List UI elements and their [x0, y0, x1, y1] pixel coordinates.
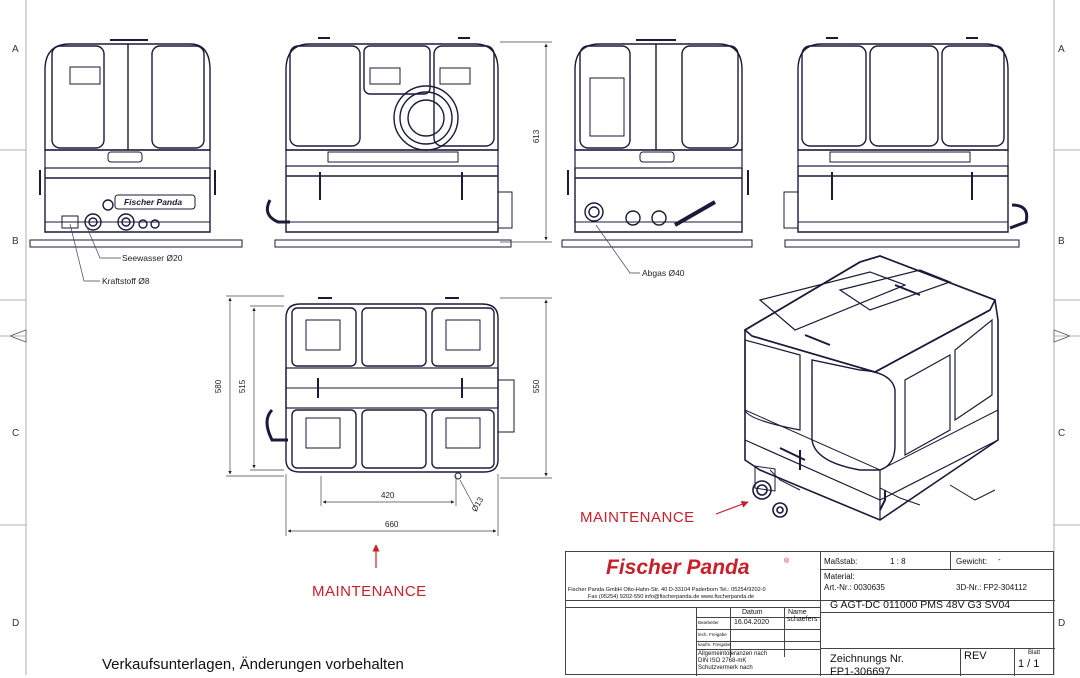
dimension-label-580: 580 — [214, 379, 224, 394]
maintenance-label-iso: MAINTENANCE — [580, 509, 695, 526]
zone-letter-left-d: D — [12, 618, 20, 629]
material-label: Material: — [824, 572, 855, 581]
dimension-label-550: 550 — [532, 379, 542, 394]
sheet-label: Blatt — [1028, 650, 1041, 656]
sheet-value: 1 / 1 — [1018, 658, 1040, 670]
name-value: schaefers — [787, 616, 818, 623]
callout-kraftstoff: Kraftstoff Ø8 — [102, 276, 150, 286]
dimension-label-613: 613 — [532, 129, 542, 144]
tolerance-line-3: Schutzvermerk nach — [698, 665, 753, 671]
maintenance-label-top: MAINTENANCE — [312, 583, 427, 600]
product-designation: G AGT-DC 011000 PMS 48V G3 SV04 — [830, 599, 1011, 611]
company-address: Fischer Panda GmbH Otto-Hahn-Str. 40 D-3… — [568, 587, 766, 593]
scale-label: Maßstab: — [824, 557, 858, 566]
side-view-right — [783, 37, 1029, 248]
zone-letter-left-c: C — [12, 428, 20, 439]
top-view — [265, 297, 515, 480]
zone-letter-left-b: B — [12, 236, 19, 247]
brand-mark-side: Fischer Panda — [124, 197, 182, 207]
top-view-dimensions — [226, 295, 552, 536]
callout-leaders-left — [69, 223, 121, 282]
callout-leader-abgas — [595, 224, 640, 274]
footer-note: Verkaufsunterlagen, Änderungen vorbehalt… — [102, 656, 404, 673]
revision-label: REV — [964, 650, 987, 662]
weight-label: Gewicht: — [956, 557, 988, 566]
front-view — [265, 37, 513, 248]
dimension-613 — [500, 41, 552, 243]
row-kaufm-freigabe: kaufm. Freigabe — [698, 642, 731, 647]
isometric-view — [743, 255, 999, 521]
zone-letter-left-a: A — [12, 44, 19, 55]
maintenance-arrow-iso — [715, 500, 749, 515]
company-contact: Fax (05254) 9202-550 info@fischerpanda.d… — [588, 594, 755, 600]
column-datum: Datum — [742, 609, 763, 616]
column-name: Name — [788, 609, 807, 616]
zone-letter-right-a: A — [1058, 44, 1065, 55]
callout-seewasser: Seewasser Ø20 — [122, 253, 183, 263]
model-3d-number: 3D-Nr.: FP2-304112 — [956, 583, 1027, 592]
datum-value: 16.04.2020 — [734, 619, 770, 626]
dimension-label-420: 420 — [381, 491, 395, 500]
dimension-label-515: 515 — [238, 379, 248, 394]
registered-mark: ® — [784, 558, 790, 565]
zone-letter-right-c: C — [1058, 428, 1066, 439]
callout-abgas: Abgas Ø40 — [642, 268, 685, 278]
row-tech-freigabe: tech. Freigabe — [698, 632, 727, 637]
weight-value: - — [998, 555, 1001, 564]
dimension-label-660: 660 — [385, 520, 399, 529]
tolerance-line-2: DIN ISO 2768-mK — [698, 658, 747, 664]
drawing-number: FP1-306697 — [830, 666, 891, 678]
side-view-left — [29, 39, 243, 248]
tolerance-line-1: Allgemeintoleranzen nach — [698, 651, 768, 657]
zone-letter-right-b: B — [1058, 236, 1065, 247]
drawing-number-label: Zeichnungs Nr. — [830, 653, 904, 665]
title-block: Fischer Panda ® Fischer Panda GmbH Otto-… — [565, 551, 1055, 678]
rear-view — [561, 39, 753, 248]
scale-value: 1 : 8 — [890, 557, 906, 566]
row-bearbeiter: Bearbeiter — [698, 620, 719, 625]
article-number: Art.-Nr.: 0030635 — [824, 583, 885, 592]
zone-letter-right-d: D — [1058, 618, 1066, 629]
title-block-brand: Fischer Panda — [606, 556, 750, 579]
